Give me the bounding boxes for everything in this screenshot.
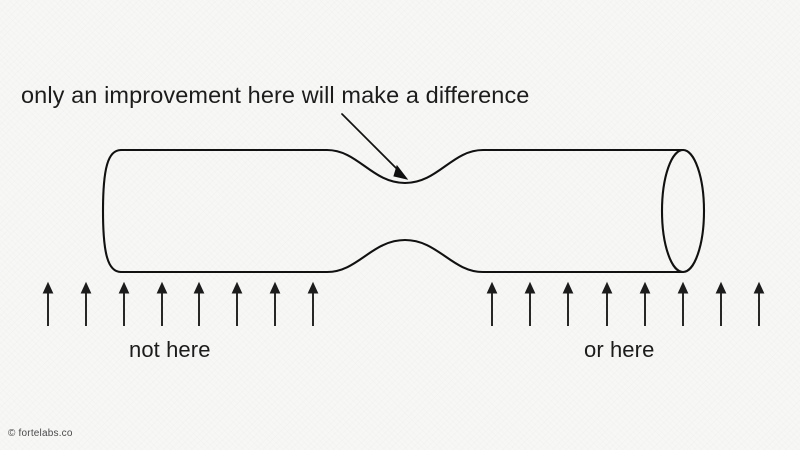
pipe-bottom-edge xyxy=(119,238,685,274)
up-arrow-head xyxy=(42,281,54,294)
up-arrow-head xyxy=(677,281,689,294)
up-arrow xyxy=(486,281,498,326)
up-arrow xyxy=(639,281,651,326)
annotation-arrow-line xyxy=(341,113,402,174)
up-arrow xyxy=(753,281,765,326)
up-arrow-head xyxy=(639,281,651,294)
up-arrow xyxy=(42,281,54,326)
up-arrow-head xyxy=(715,281,727,294)
left-arrow-group xyxy=(42,281,319,326)
up-arrow xyxy=(307,281,319,326)
up-arrow xyxy=(601,281,613,326)
up-arrow xyxy=(193,281,205,326)
annotation-arrow xyxy=(341,113,409,180)
up-arrow-head xyxy=(524,281,536,294)
annotation-arrow-head xyxy=(393,164,409,180)
up-arrow xyxy=(80,281,92,326)
up-arrow xyxy=(118,281,130,326)
up-arrow-head xyxy=(156,281,168,294)
up-arrow xyxy=(269,281,281,326)
label-not-here: not here xyxy=(129,337,211,362)
up-arrow-head xyxy=(269,281,281,294)
up-arrow-head xyxy=(486,281,498,294)
up-arrow xyxy=(156,281,168,326)
up-arrow-head xyxy=(231,281,243,294)
constricted-pipe xyxy=(101,148,706,274)
watermark-attribution: © fortelabs.co xyxy=(8,428,73,439)
label-or-here: or here xyxy=(584,337,655,362)
up-arrow-head xyxy=(80,281,92,294)
up-arrow-head xyxy=(118,281,130,294)
up-arrow xyxy=(715,281,727,326)
up-arrow xyxy=(677,281,689,326)
up-arrow xyxy=(524,281,536,326)
pipe-left-cap xyxy=(101,148,123,274)
up-arrow-head xyxy=(307,281,319,294)
pipe-top-edge xyxy=(119,148,685,185)
up-arrow-head xyxy=(193,281,205,294)
up-arrow-head xyxy=(601,281,613,294)
right-arrow-group xyxy=(486,281,765,326)
up-arrow xyxy=(231,281,243,326)
headline-caption: only an improvement here will make a dif… xyxy=(21,82,530,108)
up-arrow-head xyxy=(562,281,574,294)
up-arrow xyxy=(562,281,574,326)
pipe-right-open-end xyxy=(660,148,706,274)
up-arrow-head xyxy=(753,281,765,294)
